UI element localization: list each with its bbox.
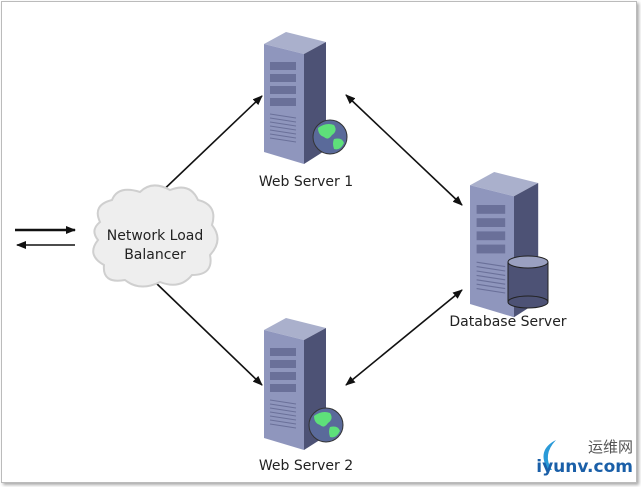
arrow-lb-to-web1	[154, 95, 263, 199]
web-server-2: Web Server 2	[259, 317, 353, 474]
globe-icon	[308, 407, 344, 443]
watermark-chinese: 运维网	[587, 438, 633, 456]
globe-icon	[312, 119, 348, 155]
watermark: 运维网 iyunv.com	[536, 436, 633, 477]
load-balancer-cloud: Network Load Balancer	[92, 184, 219, 288]
web-server-2-label: Web Server 2	[259, 458, 353, 474]
load-balancer-label-line1: Network Load	[107, 228, 204, 244]
arrow-lb-to-web2	[154, 281, 263, 386]
arrow-web1-db	[345, 94, 463, 206]
arrow-web2-db	[345, 289, 463, 386]
web-server-1-label: Web Server 1	[259, 174, 353, 190]
database-server-label: Database Server	[449, 314, 566, 330]
database-cylinder-icon	[507, 255, 549, 309]
watermark-domain: iyunv.com	[536, 457, 633, 477]
database-server: Database Server	[449, 171, 567, 330]
web-server-1: Web Server 1	[259, 31, 353, 190]
watermark-logo-icon	[543, 440, 556, 470]
load-balancer-label-line2: Balancer	[124, 247, 186, 263]
